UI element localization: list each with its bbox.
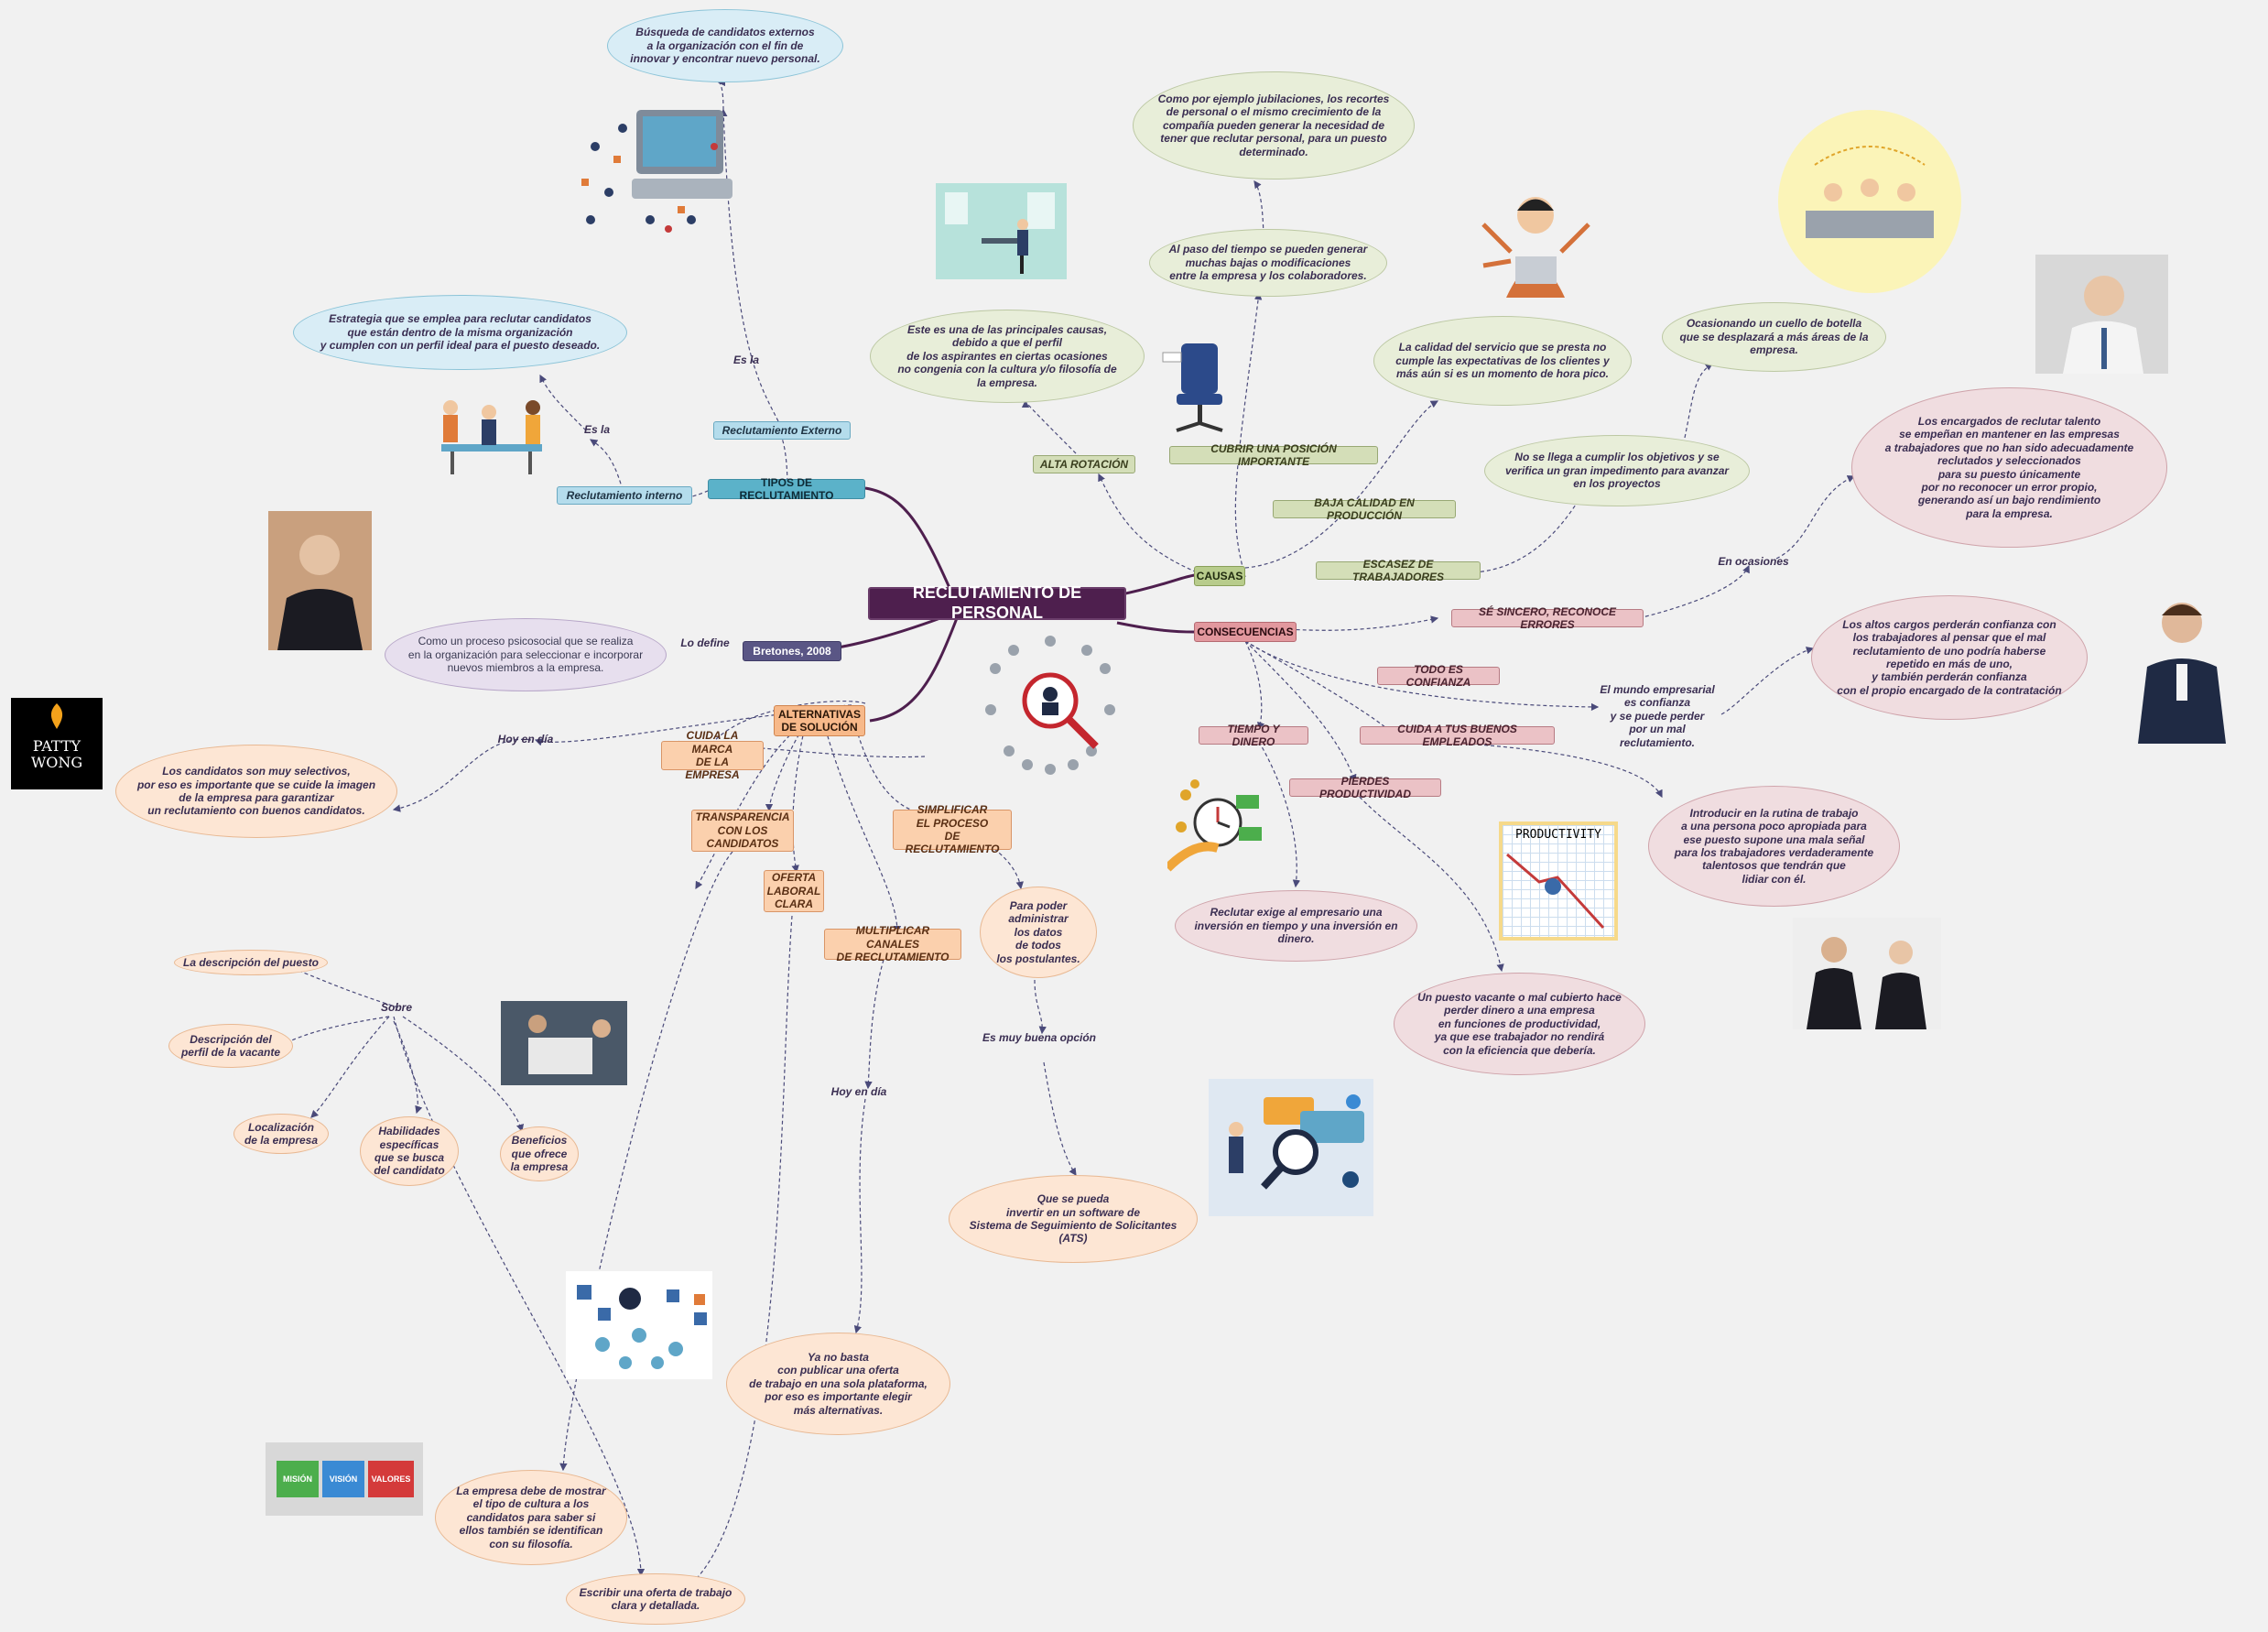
laptop-recruitment-illustration xyxy=(568,92,737,243)
sobre-habilidades[interactable]: Habilidades específicas que se busca del… xyxy=(360,1116,459,1186)
transparencia-definition[interactable]: La empresa debe de mostrar el tipo de cu… xyxy=(435,1470,627,1565)
confianza-detail-1: El mundo empresarial es confianza y se p… xyxy=(1600,683,1715,749)
cuida-empleados-definition[interactable]: Introducir en la rutina de trabajo a una… xyxy=(1648,786,1900,907)
time-money-illustration xyxy=(1167,777,1264,876)
conflict-coworkers-photo xyxy=(1793,918,1941,1029)
todo-es-confianza-tag[interactable]: TODO ES CONFIANZA xyxy=(1377,663,1500,689)
simplificar-detail-2[interactable]: Que se pueda invertir en un software de … xyxy=(949,1175,1198,1263)
escasez-tag[interactable]: ESCASEZ DE TRABAJADORES xyxy=(1316,558,1481,583)
se-sincero-definition[interactable]: Los encargados de reclutar talento se em… xyxy=(1851,387,2167,548)
hoy-en-dia-label-2: Hoy en día xyxy=(830,1084,887,1098)
simplificar-detail-1[interactable]: Para poder administrar los datos de todo… xyxy=(980,887,1097,978)
cubrir-posicion-detail-1[interactable]: Al paso del tiempo se pueden generar muc… xyxy=(1149,229,1387,297)
baja-calidad-definition[interactable]: La calidad del servicio que se presta no… xyxy=(1373,316,1632,406)
alta-rotacion-definition[interactable]: Este es una de las principales causas, d… xyxy=(870,310,1145,403)
multitasking-woman-illustration xyxy=(1470,188,1602,302)
escasez-detail-2[interactable]: Ocasionando un cuello de botella que se … xyxy=(1662,302,1886,372)
branch-bretones[interactable]: Bretones, 2008 xyxy=(743,641,841,661)
productivity-label: PRODUCTIVITY xyxy=(1515,828,1601,842)
simplificar-proceso-tag[interactable]: SIMPLIFICAR EL PROCESO DE RECLUTAMIENTO xyxy=(893,803,1012,855)
es-la-label-externo: Es la xyxy=(732,353,760,366)
buena-opcion-label: Es muy buena opción xyxy=(982,1030,1097,1044)
office-workers-photo xyxy=(501,1001,627,1085)
cuida-marca-tag[interactable]: CUIDA LA MARCA DE LA EMPRESA xyxy=(661,729,764,781)
lo-define-label: Lo define xyxy=(680,636,730,649)
empty-chair-illustration xyxy=(1158,339,1241,440)
worried-man-photo xyxy=(2035,255,2168,374)
es-la-label-interno: Es la xyxy=(583,422,611,436)
en-ocasiones-label: En ocasiones xyxy=(1718,554,1789,568)
branch-consecuencias[interactable]: CONSECUENCIAS xyxy=(1194,622,1297,642)
oferta-clara-definition[interactable]: Escribir una oferta de trabajo clara y d… xyxy=(566,1573,745,1625)
tiempo-dinero-definition[interactable]: Reclutar exige al empresario una inversi… xyxy=(1175,890,1417,962)
oferta-clara-tag[interactable]: OFERTA LABORAL CLARA xyxy=(764,870,824,912)
sobre-beneficios[interactable]: Beneficios que ofrece la empresa xyxy=(500,1126,579,1181)
tiempo-dinero-tag[interactable]: TIEMPO Y DINERO xyxy=(1199,723,1308,748)
reclutamiento-interno-tag[interactable]: Reclutamiento interno xyxy=(557,486,692,505)
cubrir-posicion-detail-2[interactable]: Como por ejemplo jubilaciones, los recor… xyxy=(1133,71,1415,180)
se-sincero-tag[interactable]: SÉ SINCERO, RECONOCE ERRORES xyxy=(1451,605,1644,631)
transparencia-tag[interactable]: TRANSPARENCIA CON LOS CANDIDATOS xyxy=(691,810,794,852)
office-scene-illustration xyxy=(936,183,1067,279)
logo-text-patty: PATTY xyxy=(32,737,81,755)
social-media-network-illustration xyxy=(566,1271,712,1379)
author-portrait-photo xyxy=(268,511,372,650)
logo-text-wong: WONG xyxy=(30,754,83,771)
interview-meeting-illustration xyxy=(423,385,560,476)
bretones-definition[interactable]: Como un proceso psicosocial que se reali… xyxy=(385,618,667,691)
confianza-detail-2[interactable]: Los altos cargos perderán confianza con … xyxy=(1811,595,2088,720)
mision-piece: MISIÓN xyxy=(277,1461,319,1497)
productivity-decline-illustration: PRODUCTIVITY xyxy=(1499,821,1618,941)
pierdes-productividad-definition[interactable]: Un puesto vacante o mal cubierto hace pe… xyxy=(1394,973,1645,1075)
cubrir-posicion-tag[interactable]: CUBRIR UNA POSICIÓN IMPORTANTE xyxy=(1169,442,1378,468)
applicant-tracking-illustration xyxy=(1209,1079,1373,1216)
reclutamiento-externo-tag[interactable]: Reclutamiento Externo xyxy=(713,421,851,440)
mission-vision-values-puzzle: MISIÓN VISIÓN VALORES xyxy=(266,1442,423,1516)
central-topic[interactable]: RECLUTAMIENTO DE PERSONAL xyxy=(868,583,1126,622)
pierdes-productividad-tag[interactable]: PIERDES PRODUCTIVIDAD xyxy=(1289,775,1441,800)
valores-piece: VALORES xyxy=(368,1461,414,1497)
sobre-descripcion-puesto[interactable]: La descripción del puesto xyxy=(174,950,328,975)
thinking-man-photo xyxy=(2129,586,2234,744)
escasez-detail-1[interactable]: No se llega a cumplir los objetivos y se… xyxy=(1484,435,1750,506)
branch-alternativas[interactable]: ALTERNATIVAS DE SOLUCIÓN xyxy=(774,705,865,736)
patty-wong-logo: PATTY WONG xyxy=(11,698,103,789)
cuida-empleados-tag[interactable]: CUIDA A TUS BUENOS EMPLEADOS xyxy=(1360,723,1555,748)
team-workstation-illustration xyxy=(1778,110,1961,293)
interno-definition[interactable]: Estrategia que se emplea para reclutar c… xyxy=(293,295,627,370)
candidate-search-illustration xyxy=(972,632,1128,778)
baja-calidad-tag[interactable]: BAJA CALIDAD EN PRODUCCIÓN xyxy=(1273,496,1456,522)
cuida-marca-definition[interactable]: Los candidatos son muy selectivos, por e… xyxy=(115,745,397,838)
externo-definition[interactable]: Búsqueda de candidatos externos a la org… xyxy=(607,9,843,82)
multiplicar-canales-tag[interactable]: MULTIPLICAR CANALES DE RECLUTAMIENTO xyxy=(824,924,961,963)
alta-rotacion-tag[interactable]: ALTA ROTACIÓN xyxy=(1033,455,1135,473)
branch-causas[interactable]: CAUSAS xyxy=(1194,566,1245,586)
sobre-perfil-vacante[interactable]: Descripción del perfil de la vacante xyxy=(168,1024,293,1068)
vision-piece: VISIÓN xyxy=(322,1461,364,1497)
multiplicar-canales-definition[interactable]: Ya no basta con publicar una oferta de t… xyxy=(726,1333,950,1435)
hoy-en-dia-label-1: Hoy en día xyxy=(497,732,554,745)
sobre-localizacion[interactable]: Localización de la empresa xyxy=(233,1114,329,1154)
branch-tipos-de-reclutamiento[interactable]: TIPOS DE RECLUTAMIENTO xyxy=(708,476,865,502)
sobre-label: Sobre xyxy=(380,1000,412,1014)
